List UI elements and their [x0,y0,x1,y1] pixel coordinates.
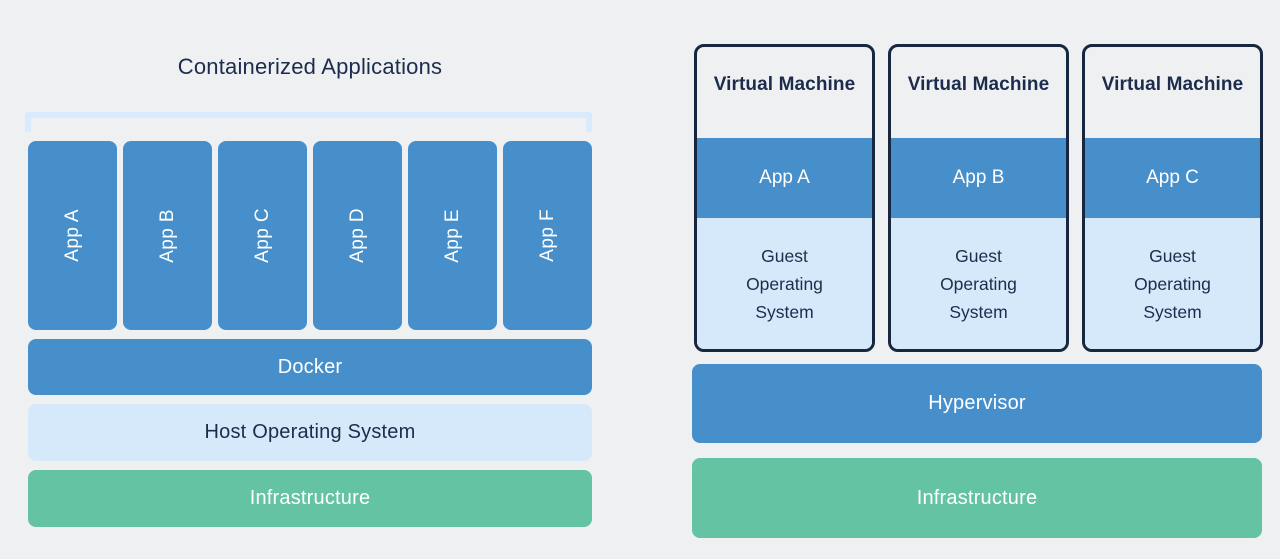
container-app-box: App C [218,141,307,330]
container-app-label: App B [156,208,178,263]
container-app-box: App D [313,141,402,330]
container-app-box: App B [123,141,212,330]
docker-layer: Docker [28,339,592,395]
infrastructure-layer-containers: Infrastructure [28,470,592,527]
virtual-machine-box: Virtual Machine App B Guest Operating Sy… [888,44,1069,352]
container-app-label: App E [441,208,463,263]
guest-os-label: Guest Operating System [940,245,1017,322]
virtual-machine-box: Virtual Machine App C Guest Operating Sy… [1082,44,1263,352]
vm-app-layer: App A [697,138,872,218]
infrastructure-layer-vms: Infrastructure [692,458,1262,538]
guest-os-label: Guest Operating System [746,245,823,322]
vm-app-layer: App B [891,138,1066,218]
hypervisor-layer: Hypervisor [692,364,1262,443]
containers-apps-row: App A App B App C App D App E App F [28,141,592,330]
virtual-machine-title: Virtual Machine [907,73,1050,95]
containers-bracket [25,112,592,132]
guest-os-label: Guest Operating System [1134,245,1211,322]
virtual-machine-box: Virtual Machine App A Guest Operating Sy… [694,44,875,352]
container-app-label: App C [251,208,273,263]
container-app-label: App A [61,209,83,262]
container-app-label: App F [536,209,558,262]
guest-os-layer: Guest Operating System [891,218,1066,349]
vm-app-layer: App C [1085,138,1260,218]
virtual-machine-title: Virtual Machine [713,73,856,95]
container-app-box: App E [408,141,497,330]
host-operating-system-layer: Host Operating System [28,404,592,461]
virtual-machine-title: Virtual Machine [1101,73,1244,95]
container-app-box: App A [28,141,117,330]
container-app-label: App D [346,208,368,263]
container-app-box: App F [503,141,592,330]
guest-os-layer: Guest Operating System [1085,218,1260,349]
guest-os-layer: Guest Operating System [697,218,872,349]
containers-title: Containerized Applications [177,54,443,79]
